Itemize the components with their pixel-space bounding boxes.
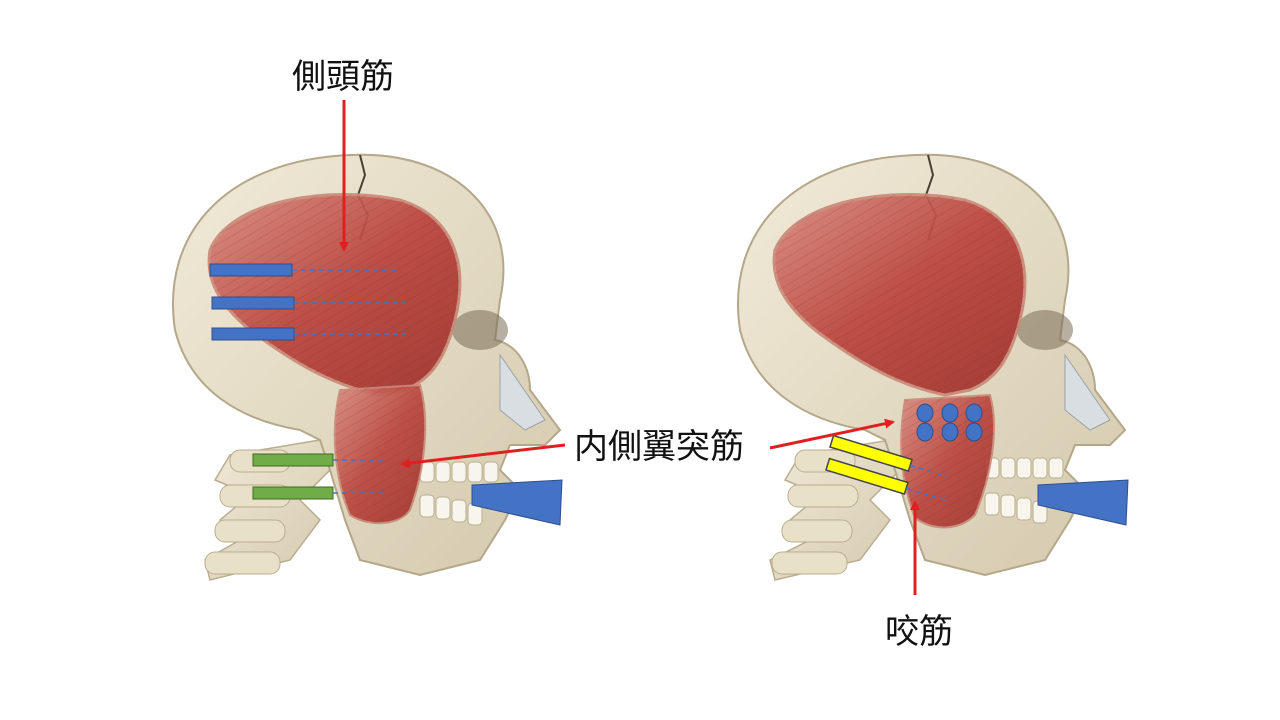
left-teeth xyxy=(419,461,499,526)
label-temporalis: 側頭筋 xyxy=(292,57,394,97)
left-bite-force-wedge xyxy=(471,479,563,526)
label-medial-pterygoid: 内側翼突筋 xyxy=(574,427,744,467)
blue-dot-3 xyxy=(965,403,983,423)
blue-dot-4 xyxy=(916,422,934,442)
arrow-medial-pterygoid-left xyxy=(400,443,566,469)
blue-dot-6 xyxy=(965,422,983,442)
label-masseter: 咬筋 xyxy=(885,612,953,652)
left-cervical-spine xyxy=(204,439,331,581)
blue-bar-2 xyxy=(211,296,295,310)
left-skull-illustration xyxy=(172,153,562,581)
arrow-medial-pterygoid-right xyxy=(769,418,895,450)
right-teeth xyxy=(984,457,1064,524)
blue-bar-1 xyxy=(209,263,293,277)
left-temporalis-bars xyxy=(209,263,405,341)
blue-dot-1 xyxy=(916,403,934,423)
blue-dot-5 xyxy=(941,422,959,442)
left-pterygoid-bars xyxy=(252,453,385,500)
blue-dot-2 xyxy=(941,403,959,423)
green-bar-2 xyxy=(252,486,334,500)
right-bite-force-wedge xyxy=(1037,479,1129,526)
right-skull-illustration xyxy=(737,153,1127,581)
right-masseter-dots xyxy=(916,403,983,442)
right-pterygoid-bars xyxy=(825,434,947,502)
blue-bar-3 xyxy=(211,327,295,341)
green-bar-1 xyxy=(252,453,334,467)
